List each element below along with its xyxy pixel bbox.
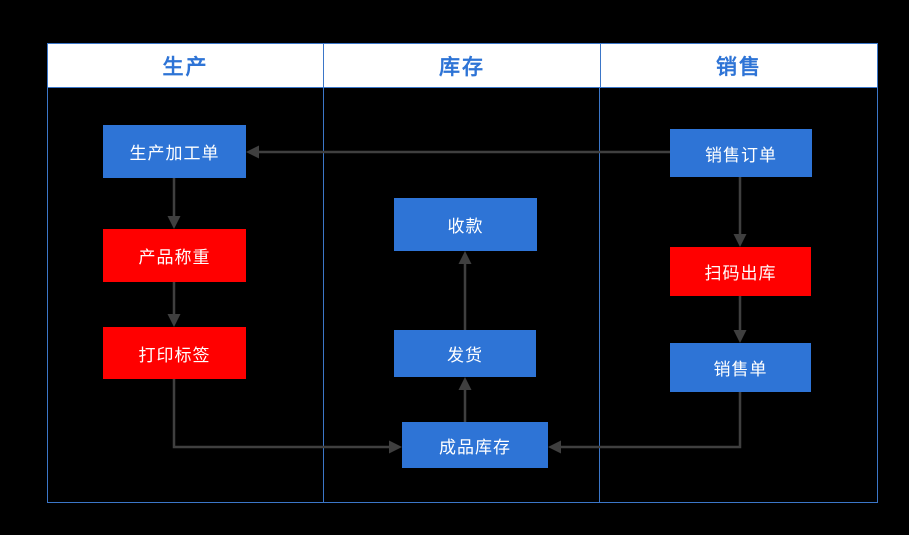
node-print-label: 打印标签: [103, 327, 246, 379]
lane-header-production: 生产: [162, 54, 209, 79]
node-production-order: 生产加工单: [103, 125, 246, 178]
node-receive-payment: 收款: [394, 198, 537, 251]
lane-header-inventory: 库存: [323, 44, 601, 87]
swimlane-frame: 生产 库存 销售: [47, 43, 878, 503]
node-finished-goods-stock: 成品库存: [402, 422, 548, 468]
lane-divider-inventory-sales: [599, 44, 600, 502]
lane-divider-production-inventory: [323, 44, 324, 502]
node-scan-outbound: 扫码出库: [670, 247, 811, 296]
node-sales-order: 销售订单: [670, 129, 812, 177]
swimlane-header-band: 生产 库存 销售: [48, 44, 877, 88]
lane-header-sales: 销售: [716, 54, 762, 79]
node-ship-goods: 发货: [394, 330, 536, 377]
node-product-weighing: 产品称重: [103, 229, 246, 282]
node-sales-slip: 销售单: [670, 343, 811, 392]
